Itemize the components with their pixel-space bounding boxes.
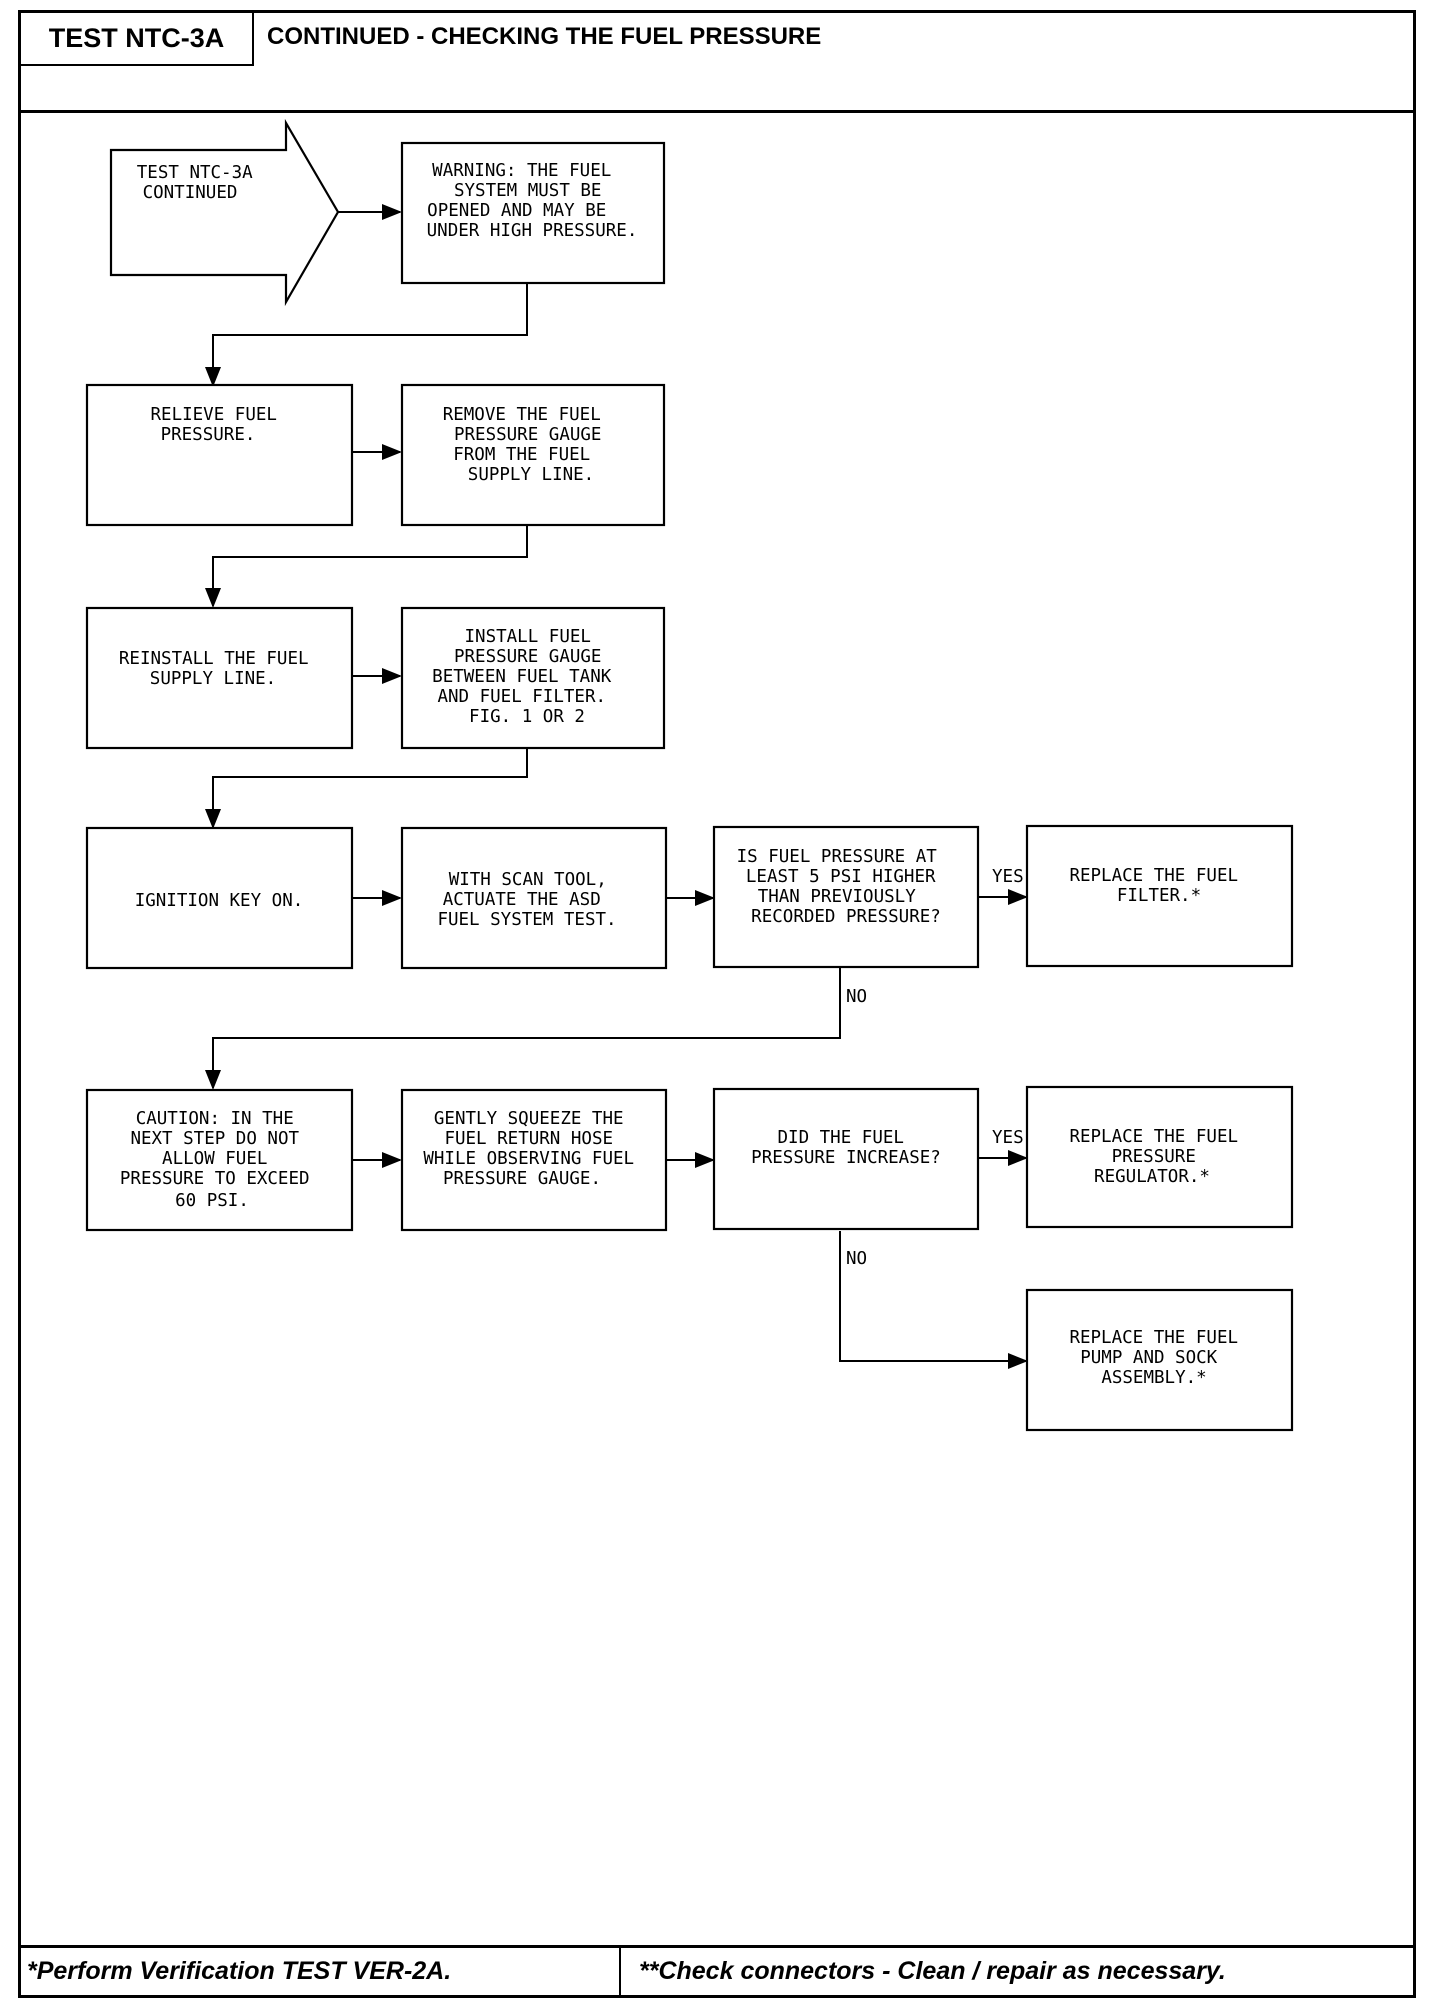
page-title: CONTINUED - CHECKING THE FUEL PRESSURE [267, 23, 822, 50]
page-footer: *Perform Verification TEST VER-2A. **Che… [21, 1945, 1413, 1995]
connector-question2-no [839, 1231, 1028, 1369]
decision-pressure-higher-text: IS FUEL PRESSURE AT LEAST 5 PSI HIGHER T… [737, 847, 948, 927]
result-replace-regulator-text: REPLACE THE FUEL PRESSURE REGULATOR.* [1069, 1127, 1248, 1187]
decision1-yes-label: YES [992, 867, 1024, 887]
step-squeeze-hose-text: GENTLY SQUEEZE THE FUEL RETURN HOSE WHIL… [423, 1109, 644, 1189]
step-warning-box [400, 141, 666, 285]
step-install-gauge-box [400, 606, 666, 750]
test-id-label: TEST NTC-3A [21, 13, 254, 66]
connector-question1-no [205, 967, 841, 1090]
result-replace-filter-text: REPLACE THE FUEL FILTER.* [1069, 866, 1248, 906]
step-scan-tool-box [400, 826, 668, 970]
step-caution-text: CAUTION: IN THE NEXT STEP DO NOT ALLOW F… [120, 1109, 320, 1211]
decision-pressure-increase-box [712, 1087, 980, 1231]
step-reinstall-box [85, 606, 354, 750]
step-remove-gauge-text: REMOVE THE FUEL PRESSURE GAUGE FROM THE … [443, 405, 612, 485]
step-caution-box [85, 1088, 354, 1232]
procedure-page: TEST NTC-3A CONTINUED - CHECKING THE FUE… [18, 10, 1416, 1998]
step-relieve-box [85, 383, 354, 527]
step-reinstall-text: REINSTALL THE FUEL SUPPLY LINE. [119, 649, 319, 689]
result-replace-filter-box [1025, 824, 1294, 968]
step-relieve-text: RELIEVE FUEL PRESSURE. [151, 405, 288, 445]
decision1-no-label: NO [846, 987, 867, 1007]
connector-warning-relieve [205, 284, 528, 387]
page-header: TEST NTC-3A CONTINUED - CHECKING THE FUE… [21, 13, 1413, 113]
step-squeeze-hose-box [400, 1088, 668, 1232]
step-install-gauge-text: INSTALL FUEL PRESSURE GAUGE BETWEEN FUEL… [432, 627, 622, 727]
decision-pressure-increase-text: DID THE FUEL PRESSURE INCREASE? [751, 1128, 941, 1168]
step-scan-tool-text: WITH SCAN TOOL, ACTUATE THE ASD FUEL SYS… [437, 870, 617, 930]
step-warning-text: WARNING: THE FUEL SYSTEM MUST BE OPENED … [427, 161, 638, 241]
result-replace-pump-text: REPLACE THE FUEL PUMP AND SOCK ASSEMBLY.… [1069, 1328, 1248, 1388]
step-ignition-text: IGNITION KEY ON. [135, 891, 304, 911]
start-label: TEST NTC-3A CONTINUED [137, 163, 263, 203]
step-ignition-box [85, 826, 354, 970]
decision2-no-label: NO [846, 1249, 867, 1269]
connector-remove-reinstall [205, 525, 528, 608]
footnote-verification: *Perform Verification TEST VER-2A. [21, 1948, 621, 1995]
decision2-yes-label: YES [992, 1128, 1024, 1148]
connector-install-ignition [205, 748, 528, 829]
step-remove-gauge-box [400, 383, 666, 527]
result-replace-pump-box [1025, 1288, 1294, 1432]
start-arrow-shape [109, 118, 340, 307]
decision-pressure-higher-box [712, 825, 980, 969]
result-replace-regulator-box [1025, 1085, 1294, 1229]
footnote-connectors: **Check connectors - Clean / repair as n… [639, 1957, 1226, 1985]
connectors [205, 204, 1028, 1369]
